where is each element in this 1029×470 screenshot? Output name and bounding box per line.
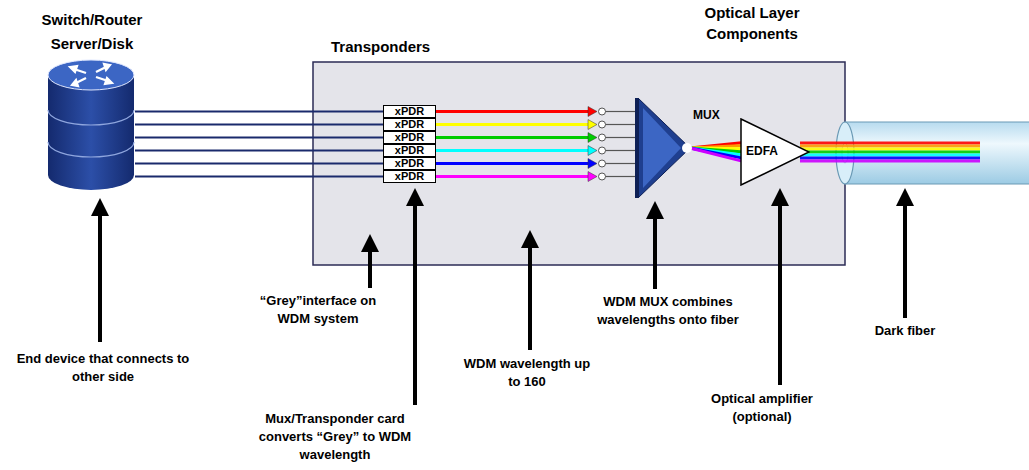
node-text: xPDR [384,145,435,156]
transponder-card: xPDR [383,105,436,118]
port-line [606,176,638,177]
beam-line [690,148,744,162]
callout-text: Mux/Transponder card converts “Grey” to … [255,410,415,464]
wavelength-line [436,149,591,152]
transponder-card: xPDR [383,157,436,170]
arrow-head [588,146,597,156]
node-text: xPDR [384,171,435,182]
node-text: Transponders [331,38,430,55]
port-line [606,150,638,151]
transponder-card: xPDR [383,170,436,183]
transponder-chassis: TranspondersxPDRxPDRxPDRxPDRxPDRxPDRMUXE… [313,62,845,265]
transponder-card: xPDR [383,144,436,157]
callout-text: Dark fiber [850,322,960,340]
port-line [606,111,638,112]
node-text: xPDR [384,132,435,143]
wdm-mux: MUX [635,98,730,198]
transponder-card: xPDR [383,118,436,131]
connector [436,159,637,169]
wdm-beam [800,143,980,161]
node-text: xPDR [384,119,435,130]
callout-text: End device that connects to other side [13,350,193,386]
wavelength-line [436,110,591,113]
callout-text: WDM MUX combines wavelengths onto fiber [586,293,751,329]
wavelength-line [436,123,591,126]
arrow-head [588,133,597,143]
wavelength-line [436,175,591,178]
arrow-head [588,120,597,130]
callout-text: “Grey”interface on WDM system [243,292,393,328]
port-line [606,137,638,138]
wavelength-line [436,136,591,139]
transponder-card: xPDR [383,131,436,144]
connector [436,133,637,143]
connector [436,120,637,130]
port-dot [599,134,606,141]
callout-arrows [91,188,914,405]
port-line [606,163,638,164]
port-dot [599,108,606,115]
connector [436,107,637,117]
port-line [606,124,638,125]
port-dot [599,173,606,180]
router-icon [48,60,134,190]
node-text: xPDR [384,158,435,169]
optical-amplifier: EDFA [740,118,810,186]
port-dot [599,121,606,128]
wavelength-line [436,162,591,165]
chassis-panel [313,62,845,265]
arrow-head [588,159,597,169]
section-heading: Optical Layer Components [677,2,827,44]
connector [436,172,637,182]
node-text: EDFA [746,144,778,158]
callout-text: WDM wavelength up to 160 [457,355,597,391]
node-text: xPDR [384,106,435,117]
arrow-head [588,107,597,117]
connector [690,142,744,161]
port-dot [599,147,606,154]
callout-text: Optical amplifier (optional) [695,390,830,426]
connector [436,146,637,156]
grey-wires [135,112,383,177]
device-title: Switch/Router Server/Disk [27,8,157,56]
arrow-head [588,172,597,182]
node-text: MUX [693,108,720,122]
port-dot [599,160,606,167]
